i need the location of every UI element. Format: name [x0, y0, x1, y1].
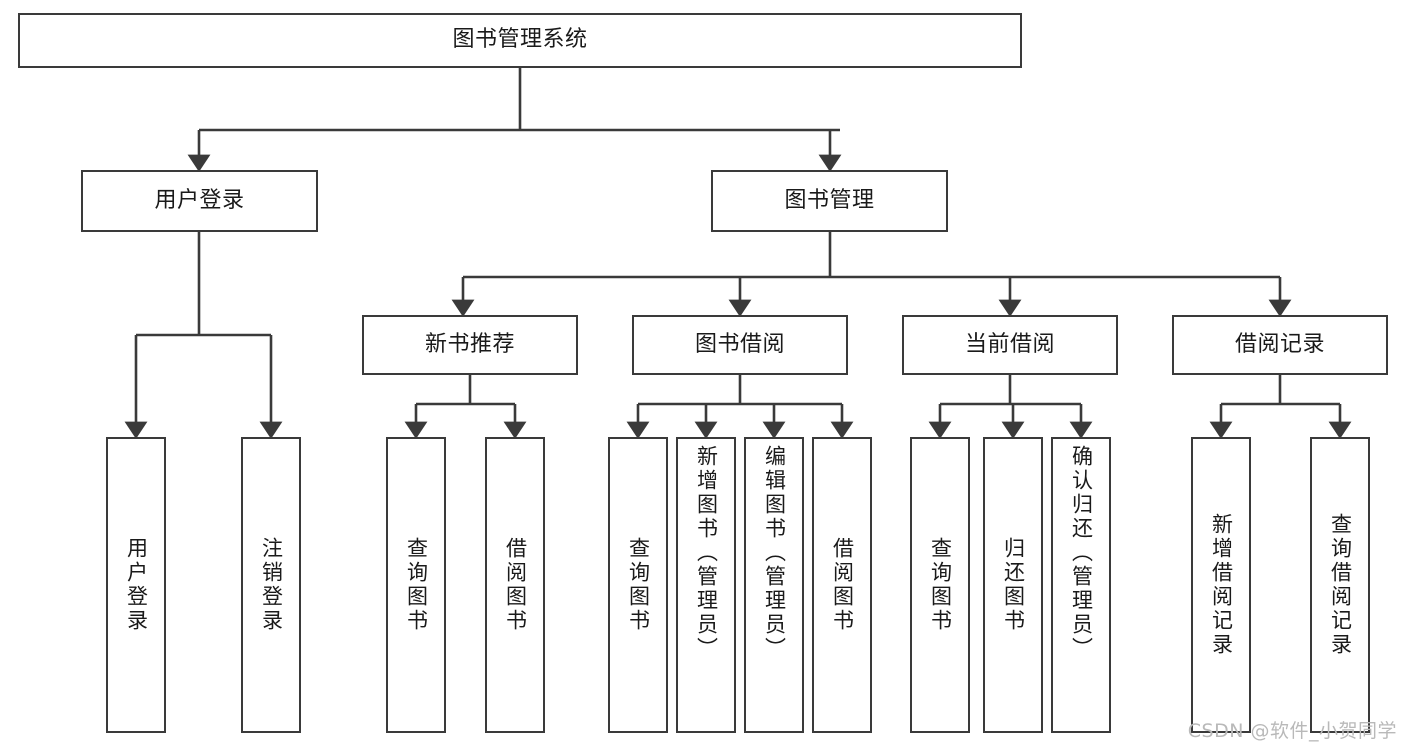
node-leaf-add-borrow-record[interactable]: 新增借阅记录 [1191, 437, 1251, 733]
node-user-login-label: 用户登录 [154, 187, 245, 213]
node-root[interactable]: 图书管理系统 [18, 13, 1022, 68]
node-leaf-borrow-book-2-label: 借阅图书 [830, 537, 855, 633]
csdn-watermark: CSDN @软件_小贺同学 [1187, 720, 1397, 742]
node-leaf-add-book-admin-label: 新增图书（管理员） [694, 445, 719, 661]
node-leaf-query-borrow-record[interactable]: 查询借阅记录 [1310, 437, 1370, 733]
node-leaf-logout[interactable]: 注销登录 [241, 437, 301, 733]
node-leaf-edit-book-admin[interactable]: 编辑图书（管理员） [744, 437, 804, 733]
node-leaf-borrow-book-1-label: 借阅图书 [503, 537, 528, 633]
node-leaf-query-book-3[interactable]: 查询图书 [910, 437, 970, 733]
node-book-borrow-label: 图书借阅 [694, 331, 785, 357]
node-leaf-query-borrow-record-label: 查询借阅记录 [1328, 513, 1353, 657]
node-leaf-query-book-2[interactable]: 查询图书 [608, 437, 668, 733]
node-borrow-record-label: 借阅记录 [1234, 331, 1325, 357]
node-current-borrow-label: 当前借阅 [964, 331, 1055, 357]
node-user-login[interactable]: 用户登录 [81, 170, 318, 232]
node-book-manage[interactable]: 图书管理 [711, 170, 948, 232]
node-leaf-query-book-3-label: 查询图书 [928, 537, 953, 633]
node-leaf-logout-label: 注销登录 [259, 537, 284, 633]
node-borrow-record[interactable]: 借阅记录 [1172, 315, 1388, 375]
node-book-borrow[interactable]: 图书借阅 [632, 315, 848, 375]
node-leaf-confirm-return-admin-label: 确认归还（管理员） [1069, 445, 1094, 661]
node-leaf-return-book[interactable]: 归还图书 [983, 437, 1043, 733]
node-leaf-query-book-1-label: 查询图书 [404, 537, 429, 633]
node-leaf-query-book-2-label: 查询图书 [626, 537, 651, 633]
node-new-book-recommend-label: 新书推荐 [424, 331, 515, 357]
node-leaf-add-book-admin[interactable]: 新增图书（管理员） [676, 437, 736, 733]
node-leaf-user-login[interactable]: 用户登录 [106, 437, 166, 733]
node-leaf-user-login-label: 用户登录 [124, 537, 149, 633]
node-leaf-return-book-label: 归还图书 [1001, 537, 1026, 633]
node-leaf-edit-book-admin-label: 编辑图书（管理员） [762, 445, 787, 661]
node-leaf-add-borrow-record-label: 新增借阅记录 [1209, 513, 1234, 657]
node-root-label: 图书管理系统 [452, 27, 588, 53]
node-book-manage-label: 图书管理 [784, 187, 875, 213]
node-leaf-borrow-book-2[interactable]: 借阅图书 [812, 437, 872, 733]
node-leaf-confirm-return-admin[interactable]: 确认归还（管理员） [1051, 437, 1111, 733]
node-leaf-borrow-book-1[interactable]: 借阅图书 [485, 437, 545, 733]
node-current-borrow[interactable]: 当前借阅 [902, 315, 1118, 375]
node-leaf-query-book-1[interactable]: 查询图书 [386, 437, 446, 733]
node-new-book-recommend[interactable]: 新书推荐 [362, 315, 578, 375]
